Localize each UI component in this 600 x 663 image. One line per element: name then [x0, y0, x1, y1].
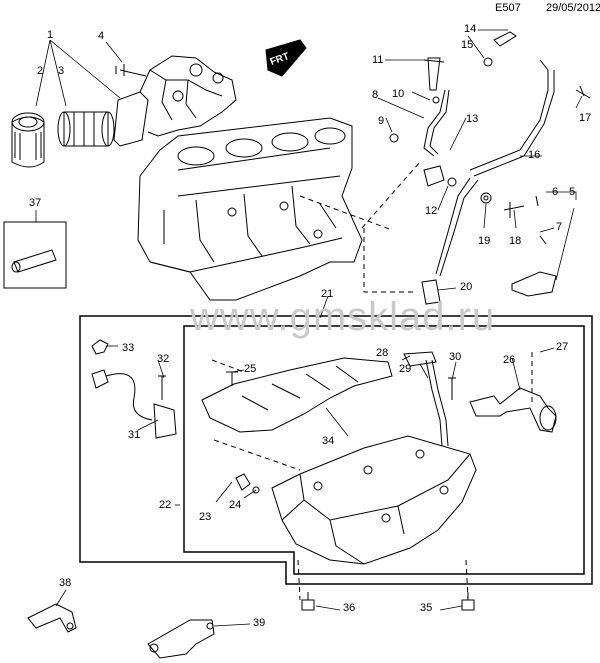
- callout-24: 24: [229, 499, 242, 511]
- oil-pan-bolts: [301, 592, 475, 611]
- oil-filter-housing: [113, 55, 237, 147]
- callout-20: 20: [460, 281, 473, 293]
- callout-34: 34: [322, 435, 335, 447]
- callout-2: 2: [37, 65, 44, 77]
- callout-13: 13: [466, 113, 479, 125]
- oil-pan-frames: [79, 315, 593, 585]
- diagram-code: E507: [495, 2, 521, 14]
- callout-23: 23: [199, 511, 212, 523]
- callout-14: 14: [464, 23, 477, 35]
- callout-33: 33: [122, 342, 135, 354]
- callout-1: 1: [47, 29, 54, 41]
- callout-29: 29: [399, 363, 412, 375]
- oil-pump-pickup: [469, 387, 557, 433]
- callout-28: 28: [376, 347, 389, 359]
- callout-30: 30: [449, 351, 462, 363]
- oil-level-sensor: [91, 339, 177, 439]
- dashed-leaders: [211, 161, 533, 601]
- callout-18: 18: [509, 235, 522, 247]
- front-direction-badge: [265, 39, 307, 77]
- callout-12: 12: [425, 205, 438, 217]
- callout-37: 37: [29, 197, 42, 209]
- callout-27: 27: [556, 341, 569, 353]
- callout-21: 21: [321, 288, 334, 300]
- oil-baffle-plate: [201, 357, 393, 433]
- part-37-box: [3, 221, 67, 289]
- callout-35: 35: [420, 602, 433, 614]
- callout-26: 26: [503, 354, 516, 366]
- engine-block: [137, 117, 363, 301]
- diagram-date: 29/05/2012: [546, 2, 600, 14]
- oil-filter-cap: [11, 112, 45, 168]
- callout-19: 19: [478, 235, 491, 247]
- oil-level-tube-assembly: [389, 31, 591, 305]
- callout-9: 9: [378, 115, 385, 127]
- callout-10: 10: [392, 88, 405, 100]
- brackets: [27, 603, 215, 659]
- callout-16: 16: [528, 149, 541, 161]
- oil-pan: [235, 435, 477, 565]
- callout-31: 31: [128, 429, 141, 441]
- callout-3: 3: [58, 65, 65, 77]
- callout-8: 8: [372, 89, 379, 101]
- callout-11: 11: [372, 54, 384, 66]
- callout-25: 25: [244, 363, 257, 375]
- callout-leaders: [35, 29, 583, 627]
- callout-4: 4: [98, 30, 105, 42]
- callout-38: 38: [59, 577, 72, 589]
- oil-filter-element: [57, 111, 115, 147]
- oil-pickup-tube: [403, 351, 456, 447]
- callout-39: 39: [253, 617, 266, 629]
- callout-36: 36: [343, 602, 356, 614]
- callout-6: 6: [552, 186, 559, 198]
- callout-17: 17: [579, 112, 592, 124]
- callout-7: 7: [556, 221, 563, 233]
- watermark: www.gmsklad.ru: [190, 295, 496, 339]
- callout-5: 5: [569, 186, 576, 198]
- callout-22: 22: [159, 499, 172, 511]
- callout-15: 15: [461, 39, 474, 51]
- callout-32: 32: [157, 353, 170, 365]
